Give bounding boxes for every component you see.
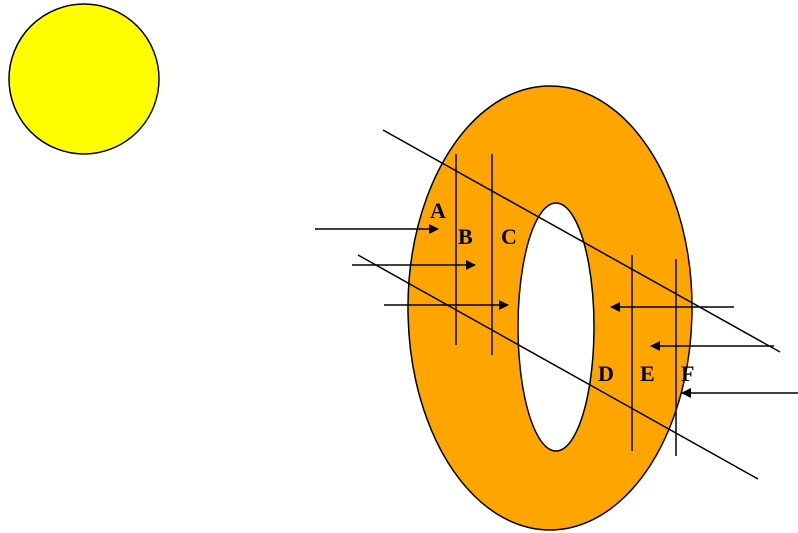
label-c: C (501, 224, 517, 249)
label-f: F (681, 361, 694, 386)
label-e: E (640, 361, 655, 386)
label-d: D (598, 361, 614, 386)
sun-circle (8, 3, 160, 155)
diagonal-line-upper (382, 129, 781, 353)
ring-body (407, 85, 693, 531)
label-a: A (430, 198, 446, 223)
diagonal-line-lower (357, 254, 759, 480)
label-b: B (458, 224, 473, 249)
